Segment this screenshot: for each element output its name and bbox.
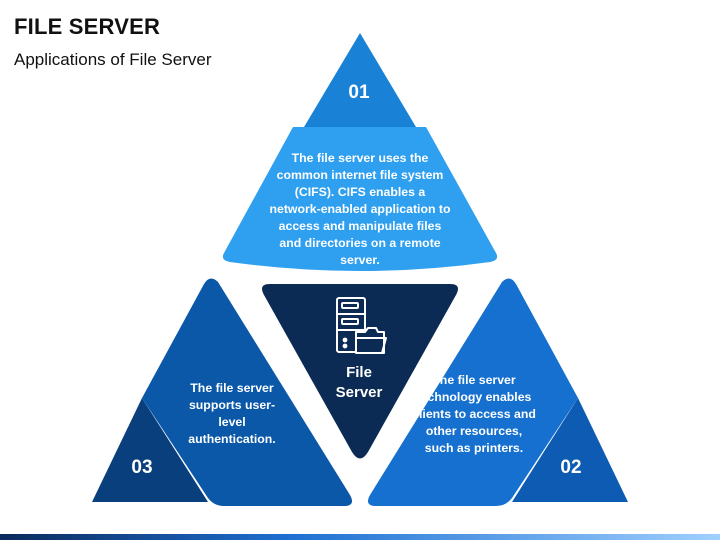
step-number-01: 01 [348, 82, 370, 103]
step-description-03: The file server supports user-level auth… [188, 381, 276, 446]
segment-02 [368, 278, 628, 506]
segment-03-panel [142, 278, 352, 506]
page-title: FILE SERVER [14, 14, 161, 39]
segment-01 [222, 33, 498, 271]
step-number-03: 03 [131, 457, 153, 478]
step-number-02: 02 [560, 457, 582, 478]
center-label-line2: Server [335, 384, 383, 401]
step-description-02: The file server technology enables clien… [412, 373, 536, 455]
segment-03-tip [92, 398, 208, 502]
segment-02-tip [512, 398, 628, 502]
segment-01-panel [222, 127, 498, 271]
segment-01-tip [304, 33, 416, 127]
segment-02-panel [368, 278, 578, 506]
segment-03 [92, 278, 352, 506]
center-label-line1: File [346, 364, 372, 381]
file-server-icon [336, 297, 387, 354]
center-triangle [262, 284, 458, 459]
center-label: File Server [319, 363, 399, 403]
bottom-accent-bar [0, 534, 720, 540]
step-description-01: The file server uses the common internet… [269, 151, 451, 267]
page-subtitle: Applications of File Server [14, 50, 212, 69]
